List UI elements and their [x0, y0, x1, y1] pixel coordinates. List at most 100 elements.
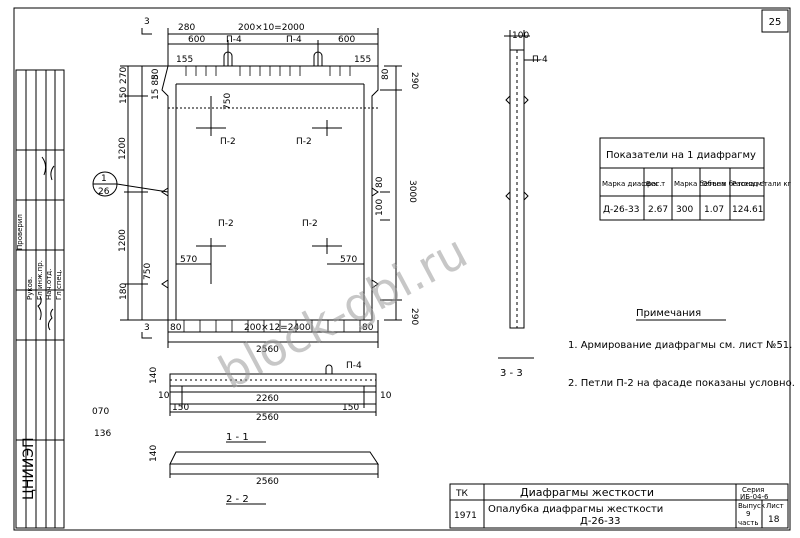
loop-p4-right: П-4 [286, 35, 302, 45]
stamp-signatures [38, 157, 54, 330]
loop-p2-lower-right: П-2 [302, 219, 318, 229]
s11-dim-10-left: 10 [158, 391, 170, 401]
s11-dim-150-left: 150 [172, 403, 189, 413]
tb-series-label: Серия [742, 486, 764, 494]
s11-dim-150-right: 150 [342, 403, 359, 413]
facade-outline [162, 66, 378, 320]
dim-290-bottom: 290 [409, 308, 419, 325]
dim-155-right: 155 [354, 55, 371, 65]
title-block-text: ТК 1971 Диафрагмы жесткости Опалубка диа… [454, 486, 784, 527]
tb-sheet-value: 18 [768, 515, 780, 525]
stamp-checked: Проверил [16, 214, 24, 250]
sheet-frame [14, 8, 790, 530]
tb-part-label: часть I [738, 519, 763, 527]
dim-280: 280 [178, 23, 195, 33]
page-number: 25 [769, 17, 782, 28]
stamp-row-1: Руков. [26, 277, 34, 300]
note-item-2: 2. Петли П-2 на фасаде показаны условно. [568, 378, 795, 389]
dim-570-right: 570 [340, 255, 357, 265]
dim-2560-facade: 2560 [256, 345, 279, 355]
tb-year: 1971 [454, 511, 477, 521]
s11-dim-2560: 2560 [256, 413, 279, 423]
dim-1200-lower: 1200 [118, 229, 128, 252]
indicators-table: Показатели на 1 диафрагму Марка диафраг.… [600, 138, 792, 220]
tb-issue-value: 9 [746, 510, 750, 518]
facade-view [92, 28, 402, 348]
s33-title: 3 - 3 [500, 368, 523, 379]
table-header-steel: Расход стали кг [732, 180, 792, 188]
table-cell-concrete: 300 [676, 205, 693, 215]
loop-p2-upper-right: П-2 [296, 137, 312, 147]
dim-80-left: 80 [151, 68, 161, 80]
s11-side-note-2: 136 [94, 429, 111, 439]
dim-750-bottom: 750 [143, 263, 153, 280]
loop-p2-lower-left: П-2 [218, 219, 234, 229]
section-mark-bottom: 3 [144, 323, 150, 333]
dim-15-85: 15 85 [151, 74, 161, 100]
tb-series-value: ИБ-04-6 [740, 493, 769, 501]
section-1-1-labels: 140 П-4 10 150 2260 150 10 2560 1 - 1 07… [92, 361, 392, 443]
loop-p2-upper-left: П-2 [220, 137, 236, 147]
dim-80-mid: 80 [375, 176, 385, 188]
s22-dim-140: 140 [149, 445, 159, 462]
table-cell-weight: 2.67 [648, 205, 668, 215]
dim-570-left: 570 [180, 255, 197, 265]
dim-180: 180 [119, 283, 129, 300]
stamp-row-3: Нач.отд. [45, 269, 53, 300]
page-number-box: 25 [762, 10, 788, 32]
s33-dim-100: 100 [512, 31, 529, 41]
watermark: block-gbi.ru [210, 224, 476, 400]
loop-p2-marks [196, 120, 342, 254]
s22-title: 2 - 2 [226, 494, 249, 505]
dim-750-top: 750 [223, 93, 233, 110]
dim-pitch-top: 200×10=2000 [238, 23, 305, 33]
s11-title: 1 - 1 [226, 432, 249, 443]
dim-pitch-bottom: 200×12=2400 [244, 323, 311, 333]
facade-labels: 3 3 280 200×10=2000 600 600 П-4 П-4 155 … [98, 17, 419, 355]
table-header-weight: Вес т [646, 180, 665, 188]
section-3-3 [498, 30, 540, 358]
table-title: Показатели на 1 диафрагму [606, 150, 756, 161]
dim-80-bottom-left: 80 [170, 323, 182, 333]
section-3-3-labels: 100 П-4 3 - 3 [500, 31, 548, 379]
dim-3000: 3000 [407, 180, 417, 203]
table-header-volume: Объем бетона м³ [702, 180, 765, 188]
callout-bottom: 26 [98, 187, 110, 197]
section-mark-top: 3 [144, 17, 150, 27]
tb-issue-label: Выпуск [738, 502, 765, 510]
notes-heading: Примечания [636, 308, 701, 319]
dim-155-left: 155 [176, 55, 193, 65]
dim-100: 100 [375, 199, 385, 216]
tb-title-sub: Опалубка диафрагмы жесткости [488, 504, 663, 515]
dim-290-top: 290 [409, 72, 419, 89]
dim-80-bottom-right: 80 [362, 323, 374, 333]
callout-top: 1 [101, 174, 107, 184]
s33-loop-p4: П-4 [532, 55, 548, 65]
s11-side-note-1: 070 [92, 407, 109, 417]
s11-dim-140: 140 [149, 367, 159, 384]
title-block [450, 484, 788, 528]
tb-title-main: Диафрагмы жесткости [520, 486, 654, 499]
note-item-1: 1. Армирование диафрагмы см. лист №51. [568, 340, 792, 351]
notes-block: Примечания 1. Армирование диафрагмы см. … [568, 308, 795, 389]
s11-dim-2260: 2260 [256, 394, 279, 404]
stamp-org: ЦНИИЭП [21, 437, 37, 500]
table-cell-mark: Д-26-33 [603, 205, 639, 215]
section-2-2-labels: 140 2560 2 - 2 [149, 445, 279, 505]
stamp-row-2: Гл.инж.пр. [36, 260, 44, 300]
table-header-mark: Марка диафраг. [602, 180, 662, 188]
dim-150-270: 150 270 [119, 67, 129, 104]
table-cell-steel: 124.61 [732, 205, 764, 215]
tb-mark: Д-26-33 [580, 516, 620, 527]
section-1-1 [170, 365, 376, 442]
s11-dim-10-right: 10 [380, 391, 392, 401]
tb-tk: ТК [455, 489, 468, 499]
dim-1200-upper: 1200 [118, 137, 128, 160]
dim-600-right: 600 [338, 35, 355, 45]
table-header-concrete: Марка бетона [674, 180, 725, 188]
s11-loop-p4: П-4 [346, 361, 362, 371]
side-stamp: ЦНИИЭП Проверил Руков. Гл.инж.пр. Нач.от… [16, 70, 64, 528]
tb-sheet-label: Лист [766, 502, 784, 510]
dim-80-right: 80 [381, 68, 391, 80]
